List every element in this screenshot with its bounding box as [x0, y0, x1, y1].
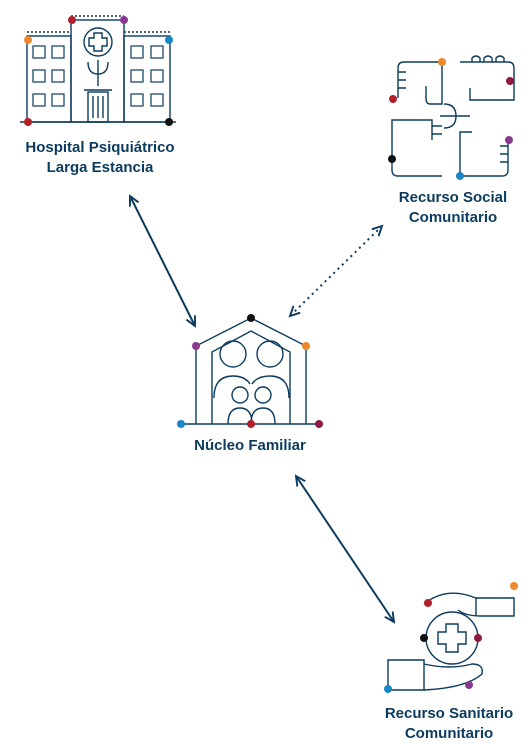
hospital-building-icon [20, 15, 176, 123]
node-label-hospital-line1: Hospital Psiquiátrico [25, 139, 175, 156]
edge-family-sanitary [296, 476, 394, 622]
node-label-social: Recurso Social Comunitario [378, 188, 528, 228]
node-label-social-line1: Recurso Social [398, 189, 508, 206]
node-label-family-line1: Núcleo Familiar [194, 437, 306, 454]
hospital-dots [24, 16, 173, 126]
social-dots [388, 58, 514, 180]
node-label-family: Núcleo Familiar [160, 436, 340, 456]
node-label-sanitary: Recurso Sanitario Comunitario [368, 704, 530, 744]
node-label-sanitary-line1: Recurso Sanitario [384, 705, 514, 722]
node-label-social-line2: Comunitario [408, 209, 498, 226]
hands-holding-cross-icon [387, 592, 515, 691]
edge-social-family [290, 226, 382, 316]
sanitary-dots [384, 582, 518, 693]
node-label-hospital-line2: Larga Estancia [46, 159, 154, 176]
family-dots [177, 314, 323, 428]
family-house-icon [181, 317, 319, 425]
node-label-sanitary-line2: Comunitario [404, 725, 494, 742]
node-label-hospital: Hospital Psiquiátrico Larga Estancia [0, 138, 200, 178]
joined-hands-icon [391, 55, 515, 177]
edge-hospital-family [130, 196, 195, 326]
